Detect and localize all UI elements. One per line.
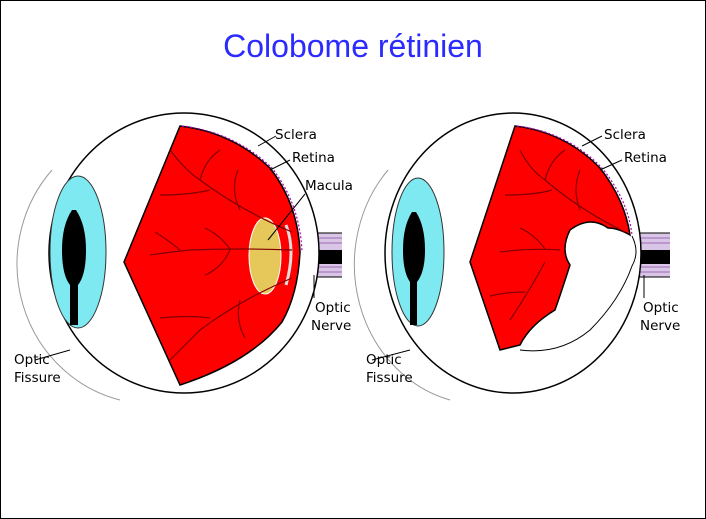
label-optic-nerve-left-1: Optic: [315, 300, 351, 316]
label-optic-nerve-right-1: Optic: [643, 300, 679, 316]
label-retina-left: Retina: [292, 150, 335, 166]
label-retina-right: Retina: [624, 150, 667, 166]
label-optic-nerve-right-2: Nerve: [640, 318, 680, 334]
label-optic-fissure-right-2: Fissure: [366, 370, 413, 386]
label-optic-nerve-left-2: Nerve: [311, 318, 351, 334]
coloboma-eye-diagram: [354, 113, 670, 400]
label-sclera-left: Sclera: [275, 127, 317, 143]
label-optic-fissure-left-1: Optic: [14, 352, 50, 368]
label-sclera-right: Sclera: [604, 127, 646, 143]
label-optic-fissure-right-1: Optic: [366, 352, 402, 368]
label-optic-fissure-left-2: Fissure: [14, 370, 61, 386]
label-macula-left: Macula: [305, 178, 353, 194]
